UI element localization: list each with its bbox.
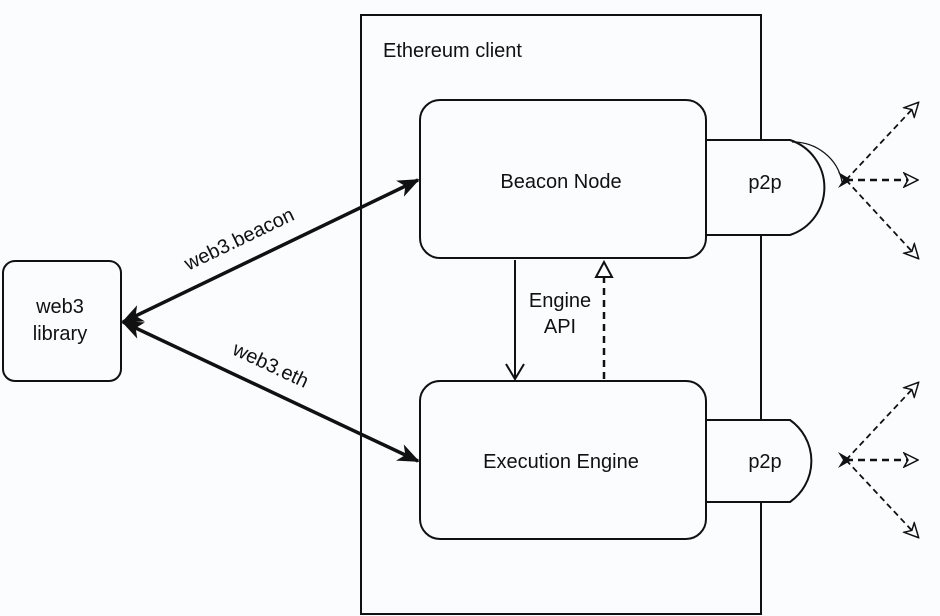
web3-beacon-arrow <box>121 178 420 324</box>
peer-arrow-down <box>845 459 918 537</box>
p2p-execution-inbound-arrowhead <box>838 452 852 468</box>
web3-library-line2: library <box>33 323 87 345</box>
p2p-execution-peer-arrows <box>838 383 918 537</box>
web3-eth-arrow <box>121 320 420 463</box>
engine-api-up-arrowhead <box>594 259 614 278</box>
beacon-node: Beacon Node <box>419 99 707 259</box>
peer-arrow-up <box>845 103 918 181</box>
ethereum-client-label: Ethereum client <box>383 40 522 62</box>
execution-engine-label: Execution Engine <box>483 451 639 473</box>
p2p-beacon-node: p2p <box>690 139 843 236</box>
edge-web3-eth: web3.eth <box>121 320 420 463</box>
p2p-beacon-inbound-arrowhead <box>838 172 852 188</box>
execution-engine: Execution Engine <box>419 380 707 540</box>
edge-engine-api: Engine API <box>505 259 614 381</box>
peer-arrow-down <box>845 179 918 258</box>
peer-arrow-up <box>845 383 918 461</box>
web3-library-line1: web3 <box>35 296 84 318</box>
beacon-node-label: Beacon Node <box>500 171 621 193</box>
p2p-execution-label: p2p <box>748 451 781 473</box>
p2p-beacon-peer-arrows <box>838 103 918 258</box>
web3-library: web3 library <box>2 260 122 382</box>
web3-eth-label: web3.eth <box>228 338 312 393</box>
engine-api-down-arrowhead <box>505 363 525 381</box>
p2p-beacon-label: p2p <box>748 172 781 194</box>
p2p-execution-engine: p2p <box>690 419 813 503</box>
engine-api-label-line1: Engine <box>529 290 591 312</box>
engine-api-label-line2: API <box>544 316 576 338</box>
edge-web3-beacon: web3.beacon <box>121 178 420 324</box>
